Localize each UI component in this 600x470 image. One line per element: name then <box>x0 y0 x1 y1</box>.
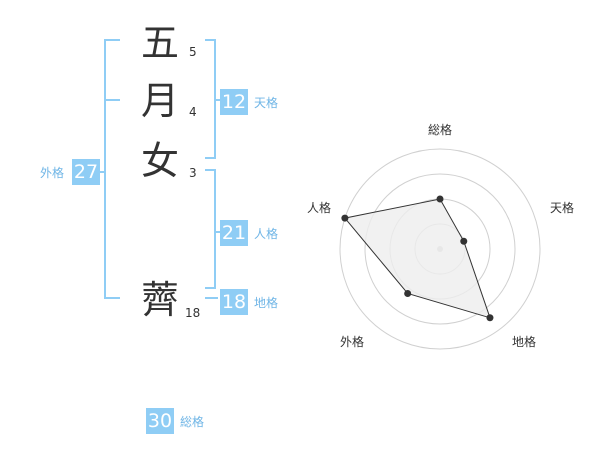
name-char-2: 月 <box>141 79 180 123</box>
radar-axis-label-tenkaku: 天格 <box>550 201 575 215</box>
name-char-4: 薺 <box>141 278 180 322</box>
chikaku-label: 地格 <box>254 296 279 310</box>
stroke-count-2: 4 <box>189 105 197 119</box>
gaikaku-bracket <box>100 39 120 299</box>
radar-point-4 <box>404 289 412 297</box>
radar-point-3 <box>486 314 494 322</box>
jinkaku-bracket <box>205 169 220 289</box>
radar-points <box>341 195 494 322</box>
tenkaku-label: 天格 <box>254 96 279 110</box>
stroke-count-3: 3 <box>189 166 197 180</box>
tenkaku-value: 12 <box>220 89 248 115</box>
radar-point-2 <box>460 237 468 245</box>
jinkaku-label: 人格 <box>254 227 279 241</box>
name-char-3: 女 <box>141 139 180 183</box>
radar-ring <box>364 173 516 325</box>
chikaku-value: 18 <box>220 289 248 315</box>
soukaku-value: 30 <box>146 408 174 434</box>
radar-polygon <box>343 198 491 319</box>
radar-point-1 <box>436 195 444 203</box>
jinkaku-value: 21 <box>220 220 248 246</box>
stroke-count-1: 5 <box>189 45 197 59</box>
tenkaku-bracket <box>205 39 220 159</box>
radar-point-5 <box>341 214 349 222</box>
gaikaku-value: 27 <box>72 159 100 185</box>
stroke-count-4: 18 <box>185 306 201 320</box>
radar-axis-label-soukaku: 総格 <box>428 123 453 137</box>
radar-axis-label-gaikaku: 外格 <box>340 335 365 349</box>
gaikaku-label: 外格 <box>40 166 65 180</box>
name-char-1: 五 <box>141 21 180 65</box>
soukaku-label: 総格 <box>180 415 205 429</box>
radar-axis-label-chikaku: 地格 <box>512 335 537 349</box>
radar-axis-label-jinkaku: 人格 <box>307 201 332 215</box>
radar-ring <box>339 148 541 350</box>
